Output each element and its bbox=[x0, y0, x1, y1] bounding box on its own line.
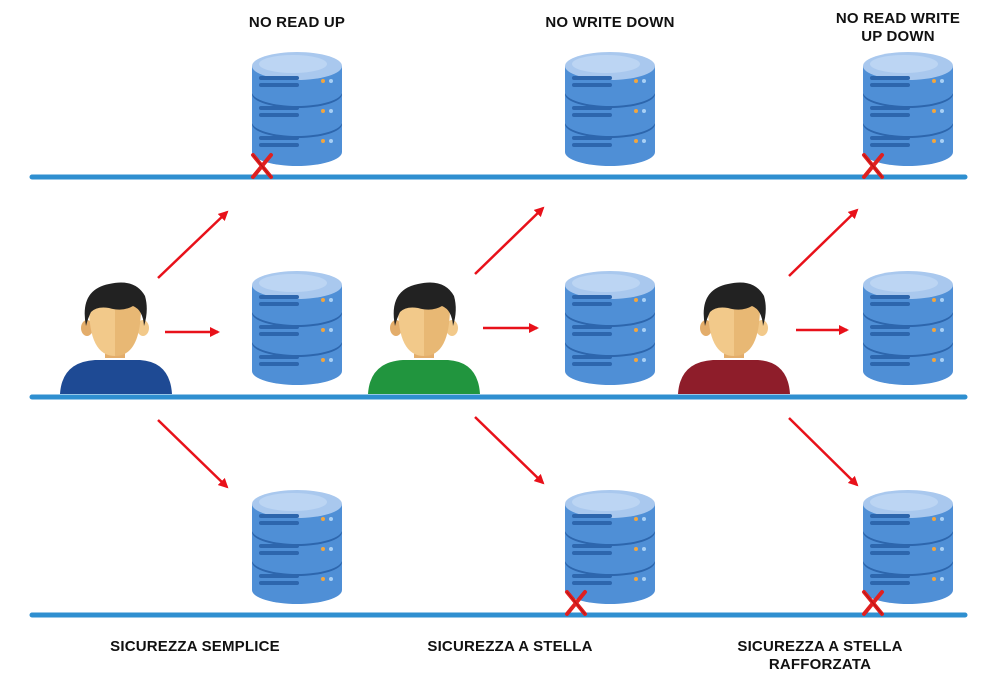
header-no-read-write-up-down: NO READ WRITE UP DOWN bbox=[823, 10, 973, 46]
database-icon bbox=[252, 52, 342, 166]
database-icon bbox=[565, 52, 655, 166]
header-line-2: UP DOWN bbox=[861, 28, 935, 45]
arrow-icon bbox=[474, 206, 545, 275]
database-icon bbox=[863, 271, 953, 385]
user-icon bbox=[678, 282, 790, 394]
database-icon bbox=[565, 490, 655, 604]
header-no-write-down: NO WRITE DOWN bbox=[545, 14, 675, 31]
arrow-icon bbox=[157, 210, 229, 279]
header-line-1: NO READ WRITE bbox=[835, 10, 961, 27]
database-icon bbox=[863, 490, 953, 604]
database-icon bbox=[252, 490, 342, 604]
database-icon bbox=[252, 271, 342, 385]
footer-simple-security: SICUREZZA SEMPLICE bbox=[110, 638, 280, 655]
footer-star-security: SICUREZZA A STELLA bbox=[427, 638, 593, 655]
arrow-icon bbox=[788, 417, 859, 487]
arrow-icon bbox=[157, 419, 229, 489]
footer-line-1: SICUREZZA A STELLA bbox=[737, 638, 903, 655]
header-no-read-up: NO READ UP bbox=[248, 14, 346, 31]
arrow-icon bbox=[788, 208, 859, 277]
arrow-icon bbox=[474, 416, 545, 485]
user-icon bbox=[60, 282, 172, 394]
footer-line-2: RAFFORZATA bbox=[768, 656, 872, 673]
database-icon bbox=[565, 271, 655, 385]
database-icon bbox=[863, 52, 953, 166]
user-icon bbox=[368, 282, 480, 394]
footer-strong-star-security: SICUREZZA A STELLA RAFFORZATA bbox=[720, 638, 920, 674]
